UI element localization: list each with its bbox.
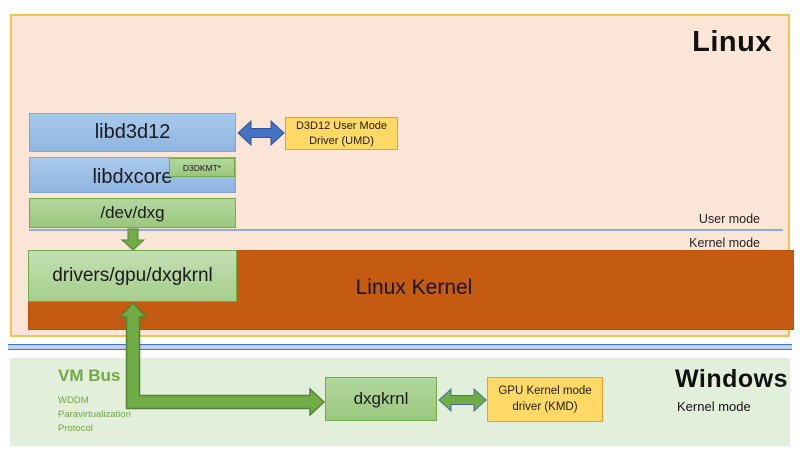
kmd-label-line2: driver (KMD) <box>512 400 578 413</box>
d3dkmt-badge: D3DKMT* <box>169 158 235 177</box>
vm-bus-protocol-lines: WDDM Paravirtualization Protocol <box>58 394 131 436</box>
kernel-mode-label: Kernel mode <box>689 236 760 250</box>
drivers-gpu-dxgkrnl-box: drivers/gpu/dxgkrnl <box>28 250 237 302</box>
dxgkrnl-box: dxgkrnl <box>325 377 437 421</box>
user-kernel-divider <box>29 229 783 231</box>
gpu-kmd-box: GPU Kernel mode driver (KMD) <box>487 377 603 422</box>
windows-section: Windows Kernel mode VM Bus WDDM Paravirt… <box>10 358 790 446</box>
vm-bus-band <box>8 344 792 350</box>
umd-label-line2: Driver (UMD) <box>309 134 374 147</box>
vm-bus-line-paravirtualization: Paravirtualization <box>58 409 131 420</box>
dev-dxg-label: /dev/dxg <box>100 203 165 222</box>
dev-dxg-box: /dev/dxg <box>29 198 236 228</box>
libdxcore-label: libdxcore <box>92 166 173 188</box>
linux-kernel-label: Linux Kernel <box>355 276 473 299</box>
libd3d12-label: libd3d12 <box>94 121 171 143</box>
linux-section: Linux libd3d12 D3D12 User Mode Driver (U… <box>10 14 794 337</box>
vm-bus-line-protocol: Protocol <box>58 423 93 434</box>
windows-kernel-mode-label: Kernel mode <box>677 399 751 414</box>
vm-bus-line-wddm: WDDM <box>58 395 89 406</box>
umd-label-line1: D3D12 User Mode <box>295 119 388 132</box>
drivers-gpu-dxgkrnl-label: drivers/gpu/dxgkrnl <box>52 265 213 286</box>
libdxcore-box: libdxcore D3DKMT* <box>29 157 236 193</box>
libd3d12-box: libd3d12 <box>29 113 236 152</box>
kmd-label-line1: GPU Kernel mode <box>498 385 592 398</box>
linux-title: Linux <box>692 26 772 58</box>
vm-bus-title: VM Bus <box>58 366 121 385</box>
windows-title: Windows <box>675 365 788 393</box>
dxgkrnl-label: dxgkrnl <box>353 389 409 408</box>
d3d12-umd-box: D3D12 User Mode Driver (UMD) <box>285 117 398 150</box>
user-mode-label: User mode <box>698 212 760 226</box>
